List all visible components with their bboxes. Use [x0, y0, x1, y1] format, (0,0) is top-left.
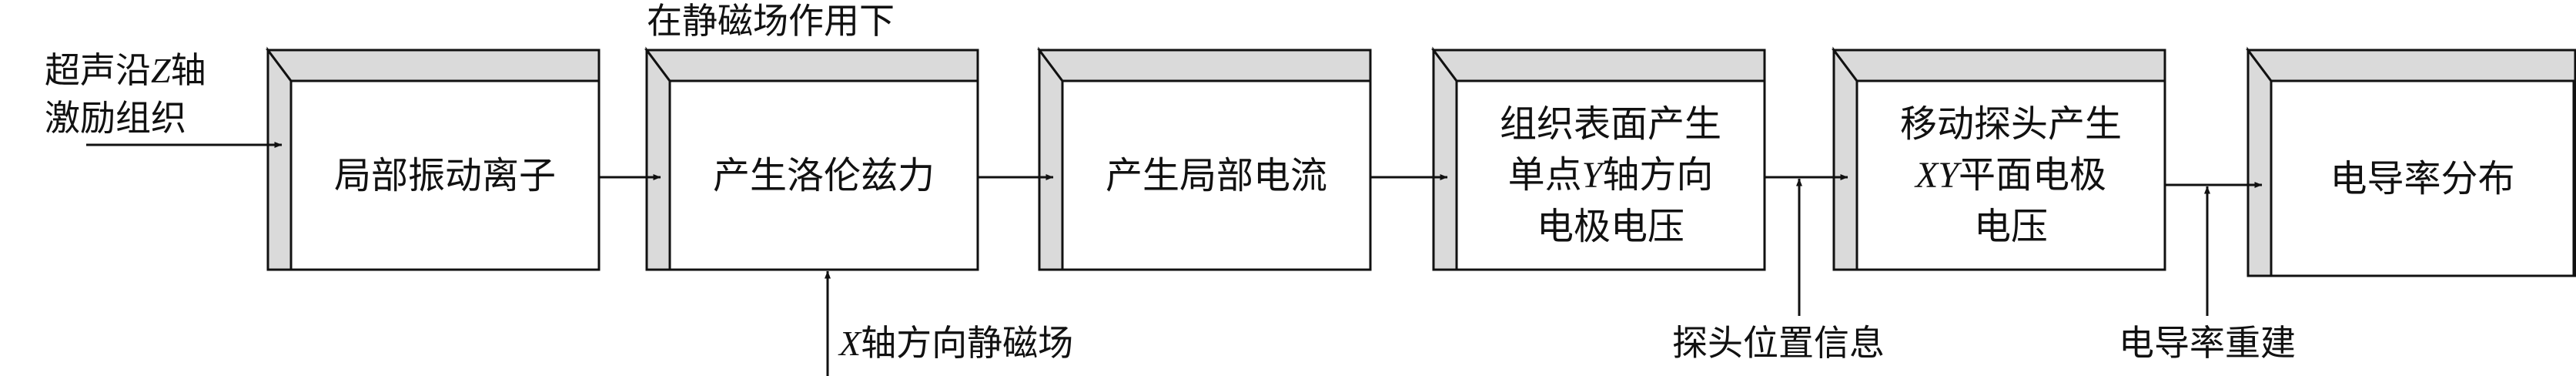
block-3-3d — [1037, 46, 1372, 271]
top-label: 在静磁场作用下 — [647, 0, 895, 42]
block-6-line-1: 电导率分布 — [2330, 156, 2515, 200]
block-2-label: 产生洛伦兹力 — [670, 81, 978, 270]
probe-position-label: 探头位置信息 — [1672, 322, 1885, 364]
block-3-line-1: 产生局部电流 — [1105, 153, 1327, 197]
block-4-line-1: 组织表面产生 — [1499, 102, 1721, 146]
block-1-label: 局部振动离子 — [291, 81, 599, 270]
block-3-label: 产生局部电流 — [1062, 81, 1370, 270]
block-4-label: 组织表面产生 单点Y轴方向 电极电压 — [1457, 81, 1765, 270]
block-6-label: 电导率分布 — [2271, 81, 2574, 276]
block-5-line-3: 电压 — [1973, 205, 2048, 248]
block-4-3d — [1431, 46, 1766, 271]
block-4-line-3: 电极电压 — [1536, 205, 1684, 248]
block-5-label: 移动探头产生 XY平面电极 电压 — [1857, 81, 2165, 270]
input-label-line-2: 激励组织 — [45, 97, 186, 139]
block-5-line-2: XY平面电极 — [1915, 153, 2107, 196]
reconstruction-label: 电导率重建 — [2119, 322, 2296, 364]
block-1-line-1: 局部振动离子 — [333, 153, 556, 197]
block-5-line-1: 移动探头产生 — [1899, 102, 2122, 146]
block-1-3d — [266, 46, 601, 271]
block-2-3d — [644, 46, 979, 271]
block-6-3d — [2246, 46, 2576, 277]
block-5-3d — [1832, 46, 2166, 271]
block-2-line-1: 产生洛伦兹力 — [712, 153, 935, 197]
magnetic-field-label: X轴方向静磁场 — [839, 322, 1074, 364]
block-4-line-2: 单点Y轴方向 — [1507, 153, 1714, 196]
input-label-line-1: 超声沿Z轴 — [45, 49, 206, 91]
